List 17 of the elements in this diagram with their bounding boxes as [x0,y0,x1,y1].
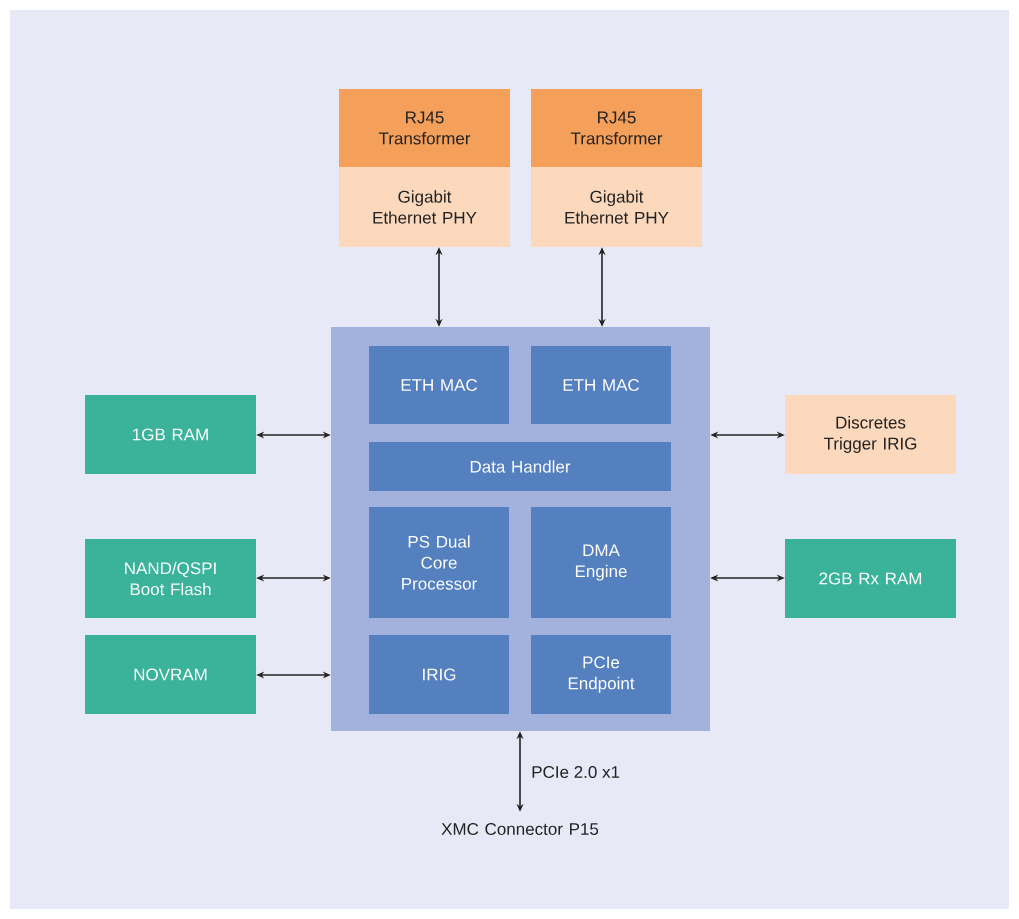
function-block: PS Dual Core Processor [369,507,509,618]
memory-box: NOVRAM [85,635,256,714]
function-block: IRIG [369,635,509,714]
phy-box: Gigabit Ethernet PHY [339,167,510,247]
transformer-box: RJ45 Transformer [531,89,702,167]
function-block: ETH MAC [369,346,509,424]
function-block: DMA Engine [531,507,671,618]
function-block: Data Handler [369,442,671,491]
io-box: Discretes Trigger IRIG [785,395,956,474]
phy-box: Gigabit Ethernet PHY [531,167,702,247]
connector-label: XMC Connector P15 [441,823,599,836]
memory-box: 2GB Rx RAM [785,539,956,618]
function-block: PCIe Endpoint [531,635,671,714]
memory-box: NAND/QSPI Boot Flash [85,539,256,618]
transformer-box: RJ45 Transformer [339,89,510,167]
function-block: ETH MAC [531,346,671,424]
memory-box: 1GB RAM [85,395,256,474]
